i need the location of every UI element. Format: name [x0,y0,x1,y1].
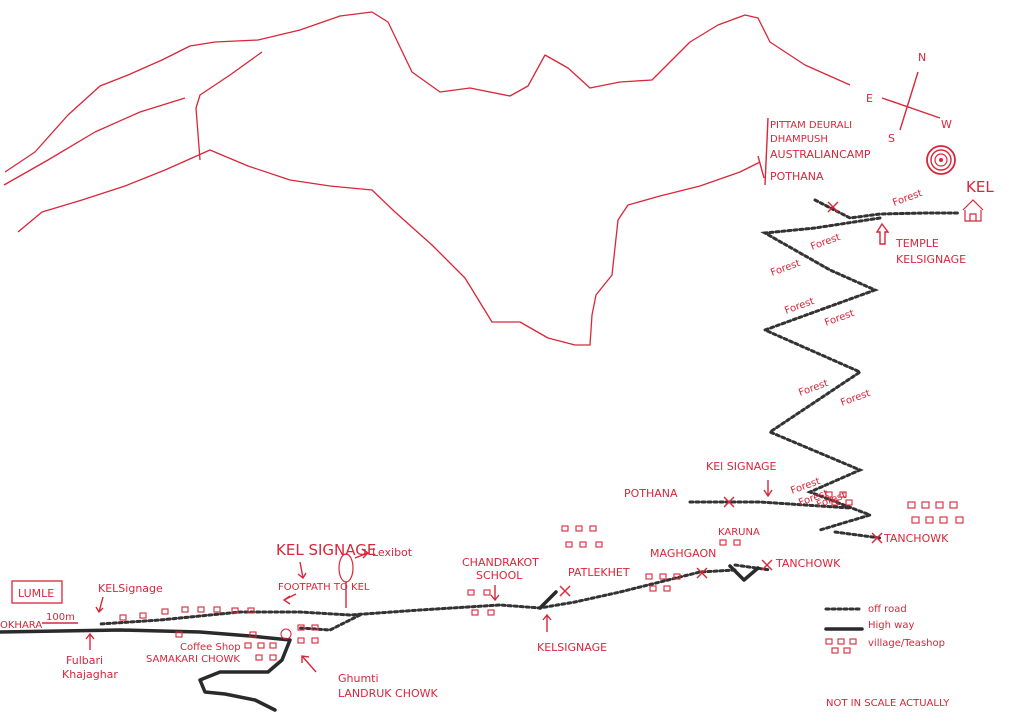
arrow-chandrakot [490,585,500,602]
arrow-fulbari [85,632,95,650]
label-lumle: LUMLE [18,587,54,600]
x-marker [559,585,571,597]
legend-village-label: village/Teashop [868,638,945,649]
label-lexibot: Lexibot [372,546,413,559]
label-pokhara: OKHARA [0,620,42,631]
label-pothana: POTHANA [624,487,678,500]
scale-note: NOT IN SCALE ACTUALLY [826,698,950,709]
mountain-ridge-left [3,97,186,186]
compass-east: E [866,92,873,105]
label-temple: TEMPLE [895,237,939,250]
note-dhampush: DHAMPUSH [770,134,828,145]
x-marker [723,496,735,508]
compass-west: W [941,118,952,131]
legend: off road High way village/Teashop [824,604,945,654]
x-marker [761,559,773,571]
mountain-ridge-upper [4,11,851,173]
label-karuna: KARUNA [718,527,760,538]
label-kel-signage-top: KELSIGNAGE [896,253,966,266]
trail-footpath-kel [298,613,362,632]
label-tanchowk-east: TANCHOWK [883,532,949,545]
label-kel-signage-bottom: KELSIGNAGE [537,641,607,654]
pointer-arrows [42,480,773,673]
trail-tanchowk-spur [733,563,772,572]
compass-north: N [918,51,926,64]
forest-label: Forest [809,232,842,253]
destination-arrow [757,155,765,179]
arrow-footpath [282,593,297,605]
temple-arrow-icon [875,222,890,245]
compass-axis-ns [899,71,919,131]
highway [0,564,760,712]
label-kel-signage-left: KEL SIGNAGE [276,541,376,559]
legend-offroad-label: off road [868,604,907,615]
tree-icon [338,553,354,608]
arrow-kel-signage-bottom [542,613,552,632]
highway-spur-patlekhet [538,590,558,610]
trail-tanchowk-east [833,530,882,540]
label-distance: 100m [46,612,75,623]
label-kel-signage-mid: KEl SIGNAGE [706,460,777,473]
forest-label: Forest [769,258,802,279]
label-landruk-chowk: LANDRUK CHOWK [338,687,438,700]
legend-highway-label: High way [868,620,914,631]
label-khajaghar: Khajaghar [62,668,118,681]
compass-south: S [888,132,895,145]
x-marker [827,201,839,213]
trail-zigzag [760,216,882,532]
note-australian-camp: AUSTRALIANCAMP [770,148,871,161]
compass-axis-ew [881,97,941,119]
kel-destination: KEL [962,178,994,222]
label-fulbari: Fulbari [66,654,103,667]
compass: N E S W [866,51,952,145]
mountain-ridge-connector [195,51,263,161]
forest-label: Forest [891,188,924,209]
label-patlekhet: PATLEKHET [568,566,630,579]
destination-notes: PITTAM DEURALI DHAMPUSH AUSTRALIANCAMP P… [757,117,871,186]
legend-village-swatch [825,638,857,654]
label-maghgaon: MAGHGAON [650,547,716,560]
arrow-kelsignage-lumle [95,596,104,614]
offroad-trail [98,198,962,632]
note-pothana: POTHANA [770,170,824,183]
forest-label: Forest [839,388,872,409]
x-marker [871,532,883,544]
destination-bracket [764,117,769,186]
arrow-lexibot [354,548,370,559]
label-footpath: FOOTPATH TO KEL [278,582,370,593]
forest-label: Forest [823,308,856,329]
house-icon [962,199,984,222]
trail-kel-ridge [813,198,962,220]
label-kelsignage-lumle: KELSignage [98,582,163,595]
village-markers [119,491,964,661]
label-samakari-chowk: SAMAKARI CHOWK [146,654,240,665]
sun-icon [926,145,956,175]
arrow-ghumti [301,655,317,673]
label-chandrakot-school: SCHOOL [476,569,523,582]
highway-spur-tanchowk [728,564,760,582]
note-pittam-deurali: PITTAM DEURALI [770,120,852,131]
arrow-kel-signage-left [297,561,307,580]
arrow-kel-signage-mid [763,480,773,498]
x-marker [696,567,708,579]
mountain-ridge-lower [17,149,761,346]
mountain-ridges [3,11,851,346]
label-coffee-shop: Coffee Shop [180,642,241,653]
label-ghumti: Ghumti [338,672,379,685]
trail-main-road [98,568,737,626]
label-tanchowk: TANCHOWK [775,557,841,570]
label-kel: KEL [966,178,994,196]
trail-to-pothana [688,500,852,510]
label-chandrakot: CHANDRAKOT [462,556,539,569]
lumle-box [11,580,63,604]
trail-markers [559,201,883,597]
temple-marker [875,222,890,245]
highway-road [0,628,292,712]
